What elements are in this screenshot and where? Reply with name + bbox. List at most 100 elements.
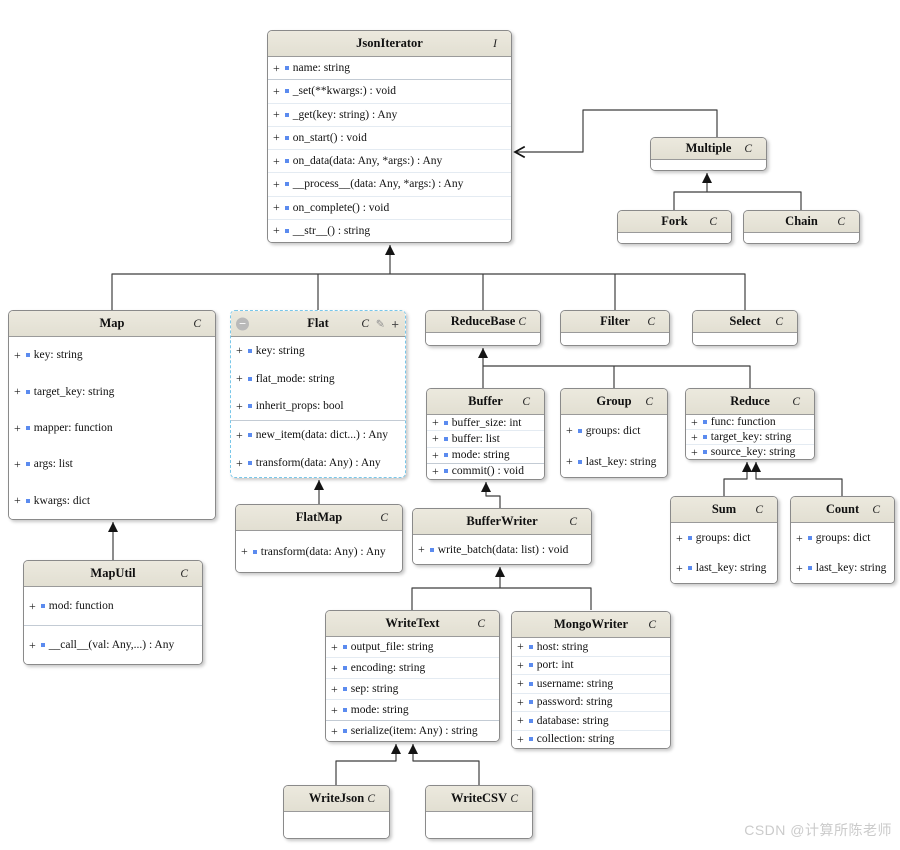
member-row-maputil[interactable]: +__call__(val: Any,...) : Any [24,626,202,664]
member-row-mongowriter[interactable]: +host: string [512,638,670,657]
member-row-writetext[interactable]: +mode: string [326,700,499,720]
edge-writejson-to-writetext[interactable] [335,744,401,785]
edge-fork-chain-bus[interactable] [673,191,802,210]
member-row-maputil[interactable]: +mod: function [24,587,202,625]
member-row-map[interactable]: +args: list [9,446,215,482]
edge-writers-bus[interactable] [411,587,592,610]
member-row-map[interactable]: +mapper: function [9,410,215,446]
member-row-flat[interactable]: +flat_mode: string [231,365,405,393]
member-row-writetext[interactable]: +output_file: string [326,637,499,658]
member-row-jsoniterator[interactable]: +_get(key: string) : Any [268,104,511,127]
member-row-mongowriter[interactable]: +username: string [512,675,670,694]
member-row-mongowriter[interactable]: +password: string [512,694,670,712]
member-row-mongowriter[interactable]: +port: int [512,657,670,675]
member-row-buffer[interactable]: +commit() : void [427,464,544,479]
member-row-jsoniterator[interactable]: +on_complete() : void [268,197,511,220]
member-row-flat[interactable]: +transform(data: Any) : Any [231,449,405,477]
member-row-buffer[interactable]: +buffer_size: int [427,415,544,432]
member-row-jsoniterator[interactable]: +on_start() : void [268,127,511,150]
member-row-flatmap[interactable]: +transform(data: Any) : Any [236,531,402,572]
member-row-writetext[interactable]: +encoding: string [326,658,499,679]
member-row-writetext[interactable]: +serialize(item: Any) : string [326,721,499,741]
member-row-group[interactable]: +last_key: string [561,446,667,477]
edge-count-to-reduce[interactable] [751,462,843,496]
member-row-buffer[interactable]: +buffer: list [427,431,544,448]
member-row-sum[interactable]: +groups: dict [671,523,777,553]
member-row-flat[interactable]: +new_item(data: dict...) : Any [231,421,405,449]
member-row-map[interactable]: +key: string [9,337,215,373]
edit-icon[interactable]: ✎ [375,317,385,330]
member-row-buffer[interactable]: +mode: string [427,448,544,463]
member-row-group[interactable]: +groups: dict [561,415,667,446]
member-row-flat[interactable]: +key: string [231,337,405,365]
member-row-count[interactable]: +groups: dict [791,523,894,553]
member-row-mongowriter[interactable]: +collection: string [512,731,670,749]
member-row-map[interactable]: +target_key: string [9,373,215,409]
edge-writecsv-to-writetext[interactable] [408,744,480,785]
member-row-jsoniterator[interactable]: +name: string [268,57,511,79]
member-row-jsoniterator[interactable]: +__str__() : string [268,220,511,242]
member-row-count[interactable]: +last_key: string [791,553,894,583]
member-row-sum[interactable]: +last_key: string [671,553,777,583]
add-icon[interactable]: + [391,316,399,331]
member-row-reduce[interactable]: +source_key: string [686,445,814,459]
member-row-writetext[interactable]: +sep: string [326,679,499,700]
member-row-jsoniterator[interactable]: +__process__(data: Any, *args:) : Any [268,173,511,197]
member-row-bufferwriter[interactable]: +write_batch(data: list) : void [413,535,591,564]
member-row-reduce[interactable]: +func: function [686,415,814,430]
edge-row2-bus[interactable] [111,273,746,310]
member-row-jsoniterator[interactable]: +on_data(data: Any, *args:) : Any [268,150,511,174]
edge-multiple-to-jsoniterator[interactable] [513,109,718,159]
edge-bufferwriter-to-buffer[interactable] [481,482,501,508]
member-row-reduce[interactable]: +target_key: string [686,430,814,445]
edge-reducebase-bus[interactable] [483,365,751,388]
member-row-map[interactable]: +kwargs: dict [9,483,215,519]
member-row-jsoniterator[interactable]: +_set(**kwargs:) : void [268,80,511,104]
member-row-flat[interactable]: +inherit_props: bool [231,393,405,421]
edge-sum-to-reduce[interactable] [723,462,752,496]
collapse-icon[interactable]: − [236,317,249,330]
member-row-mongowriter[interactable]: +database: string [512,712,670,731]
